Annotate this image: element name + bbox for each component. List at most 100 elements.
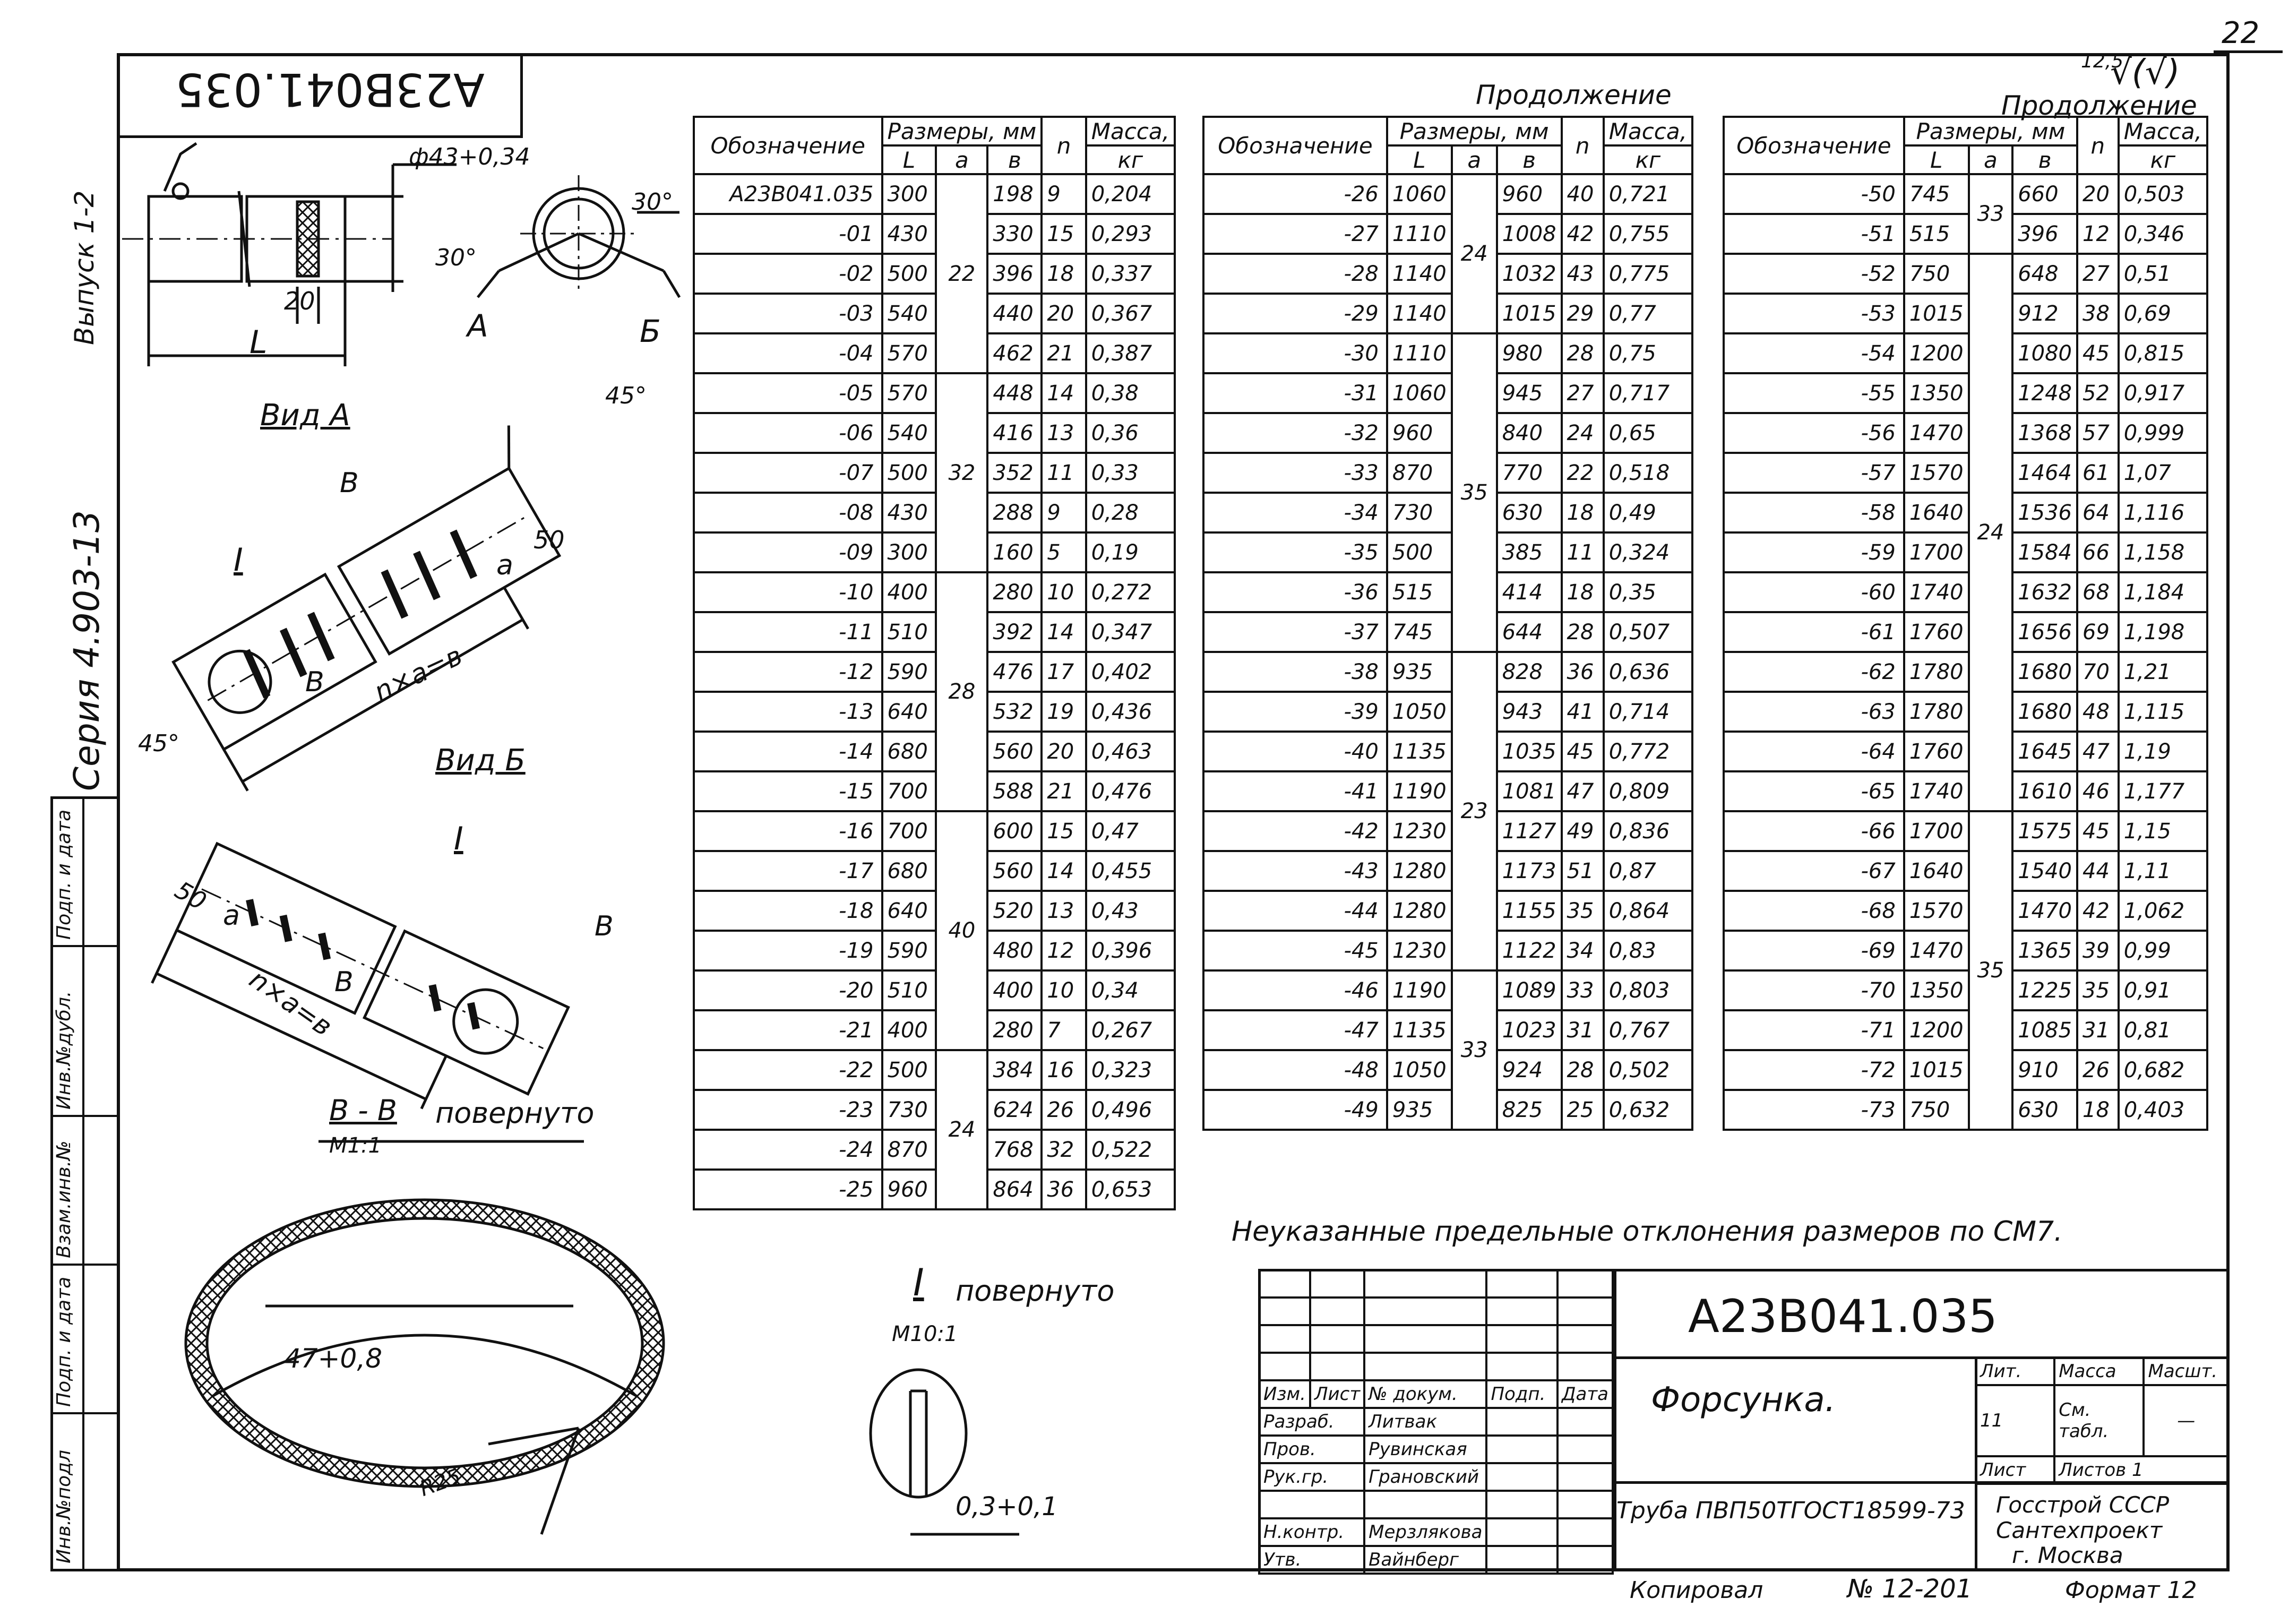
stamp-row: Разраб.Литвак: [1258, 1407, 1614, 1437]
cell-b: 1645: [2011, 731, 2078, 772]
title-divider-h1: [1614, 1356, 2230, 1359]
cell-length: 1190: [1386, 969, 1453, 1011]
cell-b: 385: [1495, 531, 1563, 573]
cell-n: 12: [2076, 213, 2120, 255]
cell-length: 960: [1386, 412, 1453, 454]
hdr-kg: кг: [2117, 144, 2209, 175]
cell-b: 840: [1495, 412, 1563, 454]
cell-b: 600: [986, 810, 1043, 852]
cell-b: 1173: [1495, 850, 1563, 892]
cell-designation: -26: [1202, 173, 1388, 215]
cell-n: 14: [1040, 850, 1087, 892]
cell-b: 644: [1495, 611, 1563, 653]
cell-mass: 0,33: [1085, 452, 1176, 494]
cell-b: 1155: [1495, 890, 1563, 932]
cell-mass: 0,51: [2117, 253, 2209, 295]
cell-designation: -25: [693, 1168, 883, 1210]
cell-b: 630: [2011, 1089, 2078, 1131]
cell-mass: 0,809: [1602, 770, 1694, 812]
tolerance-note: Неуказанные предельные отклонения размер…: [1232, 1216, 2063, 1248]
cell-designation: -10: [693, 571, 883, 613]
cell-designation: -34: [1202, 492, 1388, 534]
cell-n: 48: [2076, 691, 2120, 733]
cell-n: 35: [2076, 969, 2120, 1011]
cell-n: 39: [2076, 930, 2120, 972]
cell-length: 750: [1903, 1089, 1970, 1131]
cell-designation: -11: [693, 611, 883, 653]
stamp-person: Литвак: [1363, 1407, 1488, 1437]
cell-length: 1740: [1903, 571, 1970, 613]
cell-length: 935: [1386, 651, 1453, 693]
angle-30-left: 30°: [435, 244, 477, 271]
cell-b: 624: [986, 1089, 1043, 1131]
hdr-designation: Обозначение: [1202, 116, 1388, 175]
cell-designation: -54: [1723, 332, 1905, 374]
cell-n: 7: [1040, 1009, 1087, 1051]
cell-n: 57: [2076, 412, 2120, 454]
roman-one-a: I: [234, 542, 243, 579]
cell-b: 1680: [2011, 651, 2078, 693]
cell-mass: 0,34: [1085, 969, 1176, 1011]
cell-n: 13: [1040, 890, 1087, 932]
cell-length: 1640: [1903, 850, 1970, 892]
cell-length: 515: [1386, 571, 1453, 613]
detail-svg: [869, 1368, 1019, 1536]
cell-b: 280: [986, 1009, 1043, 1051]
cell-length: 400: [881, 571, 937, 613]
cell-mass: 0,836: [1602, 810, 1694, 852]
cell-n: 42: [1560, 213, 1605, 255]
cell-b: 1225: [2011, 969, 2078, 1011]
stamp-row: [1258, 1490, 1614, 1519]
cell-designation: -44: [1202, 890, 1388, 932]
stamp-person: Вайнберг: [1363, 1545, 1488, 1575]
view-b-strip: [151, 841, 570, 1110]
dim-a-2: а: [223, 900, 240, 932]
cell-b: 825: [1495, 1089, 1563, 1131]
cell-designation: -23: [693, 1089, 883, 1131]
drawings-svg: [122, 142, 681, 1535]
cell-length: 590: [881, 930, 937, 972]
cell-b: 480: [986, 930, 1043, 972]
cell-mass: 0,632: [1602, 1089, 1694, 1131]
footer-copied: Копировал: [1630, 1577, 1763, 1604]
cell-b: 392: [986, 611, 1043, 653]
cell-mass: 1,115: [2117, 691, 2209, 733]
cell-length: 870: [881, 1129, 937, 1171]
cell-mass: 1,15: [2117, 810, 2209, 852]
detail-roman: I: [913, 1261, 924, 1304]
cell-mass: 0,503: [2117, 173, 2209, 215]
cell-mass: 0,36: [1085, 412, 1176, 454]
cell-b: 912: [2011, 293, 2078, 334]
cell-mass: 0,522: [1085, 1129, 1176, 1171]
cell-b: 440: [986, 293, 1043, 334]
stamp-row: Рук.гр.Грановский: [1258, 1462, 1614, 1492]
cell-n: 10: [1040, 969, 1087, 1011]
cell-designation: -40: [1202, 731, 1388, 772]
stamp-role: [1258, 1490, 1366, 1519]
cell-length: 1015: [1903, 1049, 1970, 1091]
cell-designation: -43: [1202, 850, 1388, 892]
cell-length: 500: [881, 253, 937, 295]
hdr-designation: Обозначение: [1723, 116, 1905, 175]
cell-a-group: 35: [1967, 810, 2014, 1131]
cell-a-group: 33: [1450, 969, 1498, 1131]
stamp-role: Н.контр.: [1258, 1517, 1366, 1547]
cell-b: 1632: [2011, 571, 2078, 613]
